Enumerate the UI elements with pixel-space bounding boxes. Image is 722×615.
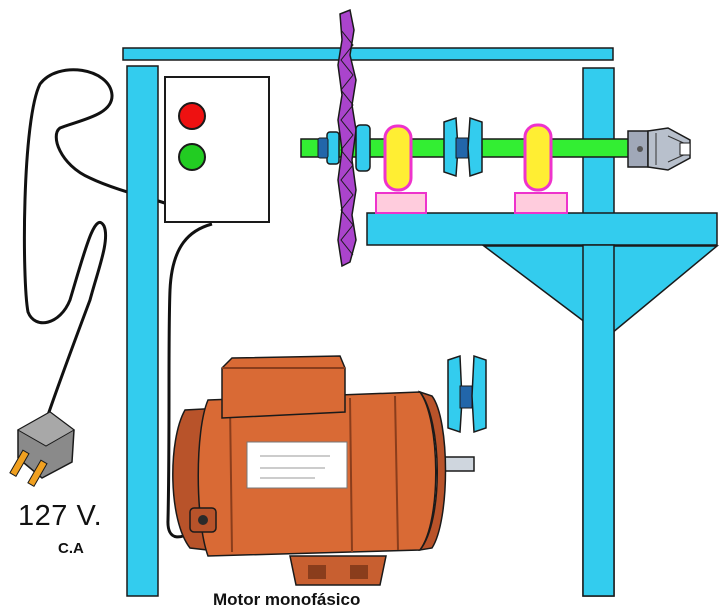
workbench-top [366,212,718,246]
sprocket-hub [355,124,371,172]
shaft-hub [326,131,340,165]
bearing-left [375,124,427,214]
electric-motor-icon [172,355,475,586]
motor-label: Motor monofásico [213,590,361,609]
drill-chuck [627,127,691,171]
voltage-label: 127 V. [18,500,103,532]
frame-left-post [126,65,159,597]
motor-pulley [447,354,487,434]
start-light[interactable] [178,143,206,171]
bearing-right [514,123,568,214]
shaft-pulley [443,116,483,178]
chain-sprocket [337,8,357,268]
power-cable [22,68,169,416]
shaft-nut [317,137,329,159]
stop-light[interactable] [178,102,206,130]
power-plug-icon [9,411,75,487]
control-box-icon [164,76,270,223]
frame-top-bar [122,47,614,61]
motor-cable [166,222,213,539]
frame-right-post-front [582,244,615,597]
current-type-label: C.A [58,540,84,557]
